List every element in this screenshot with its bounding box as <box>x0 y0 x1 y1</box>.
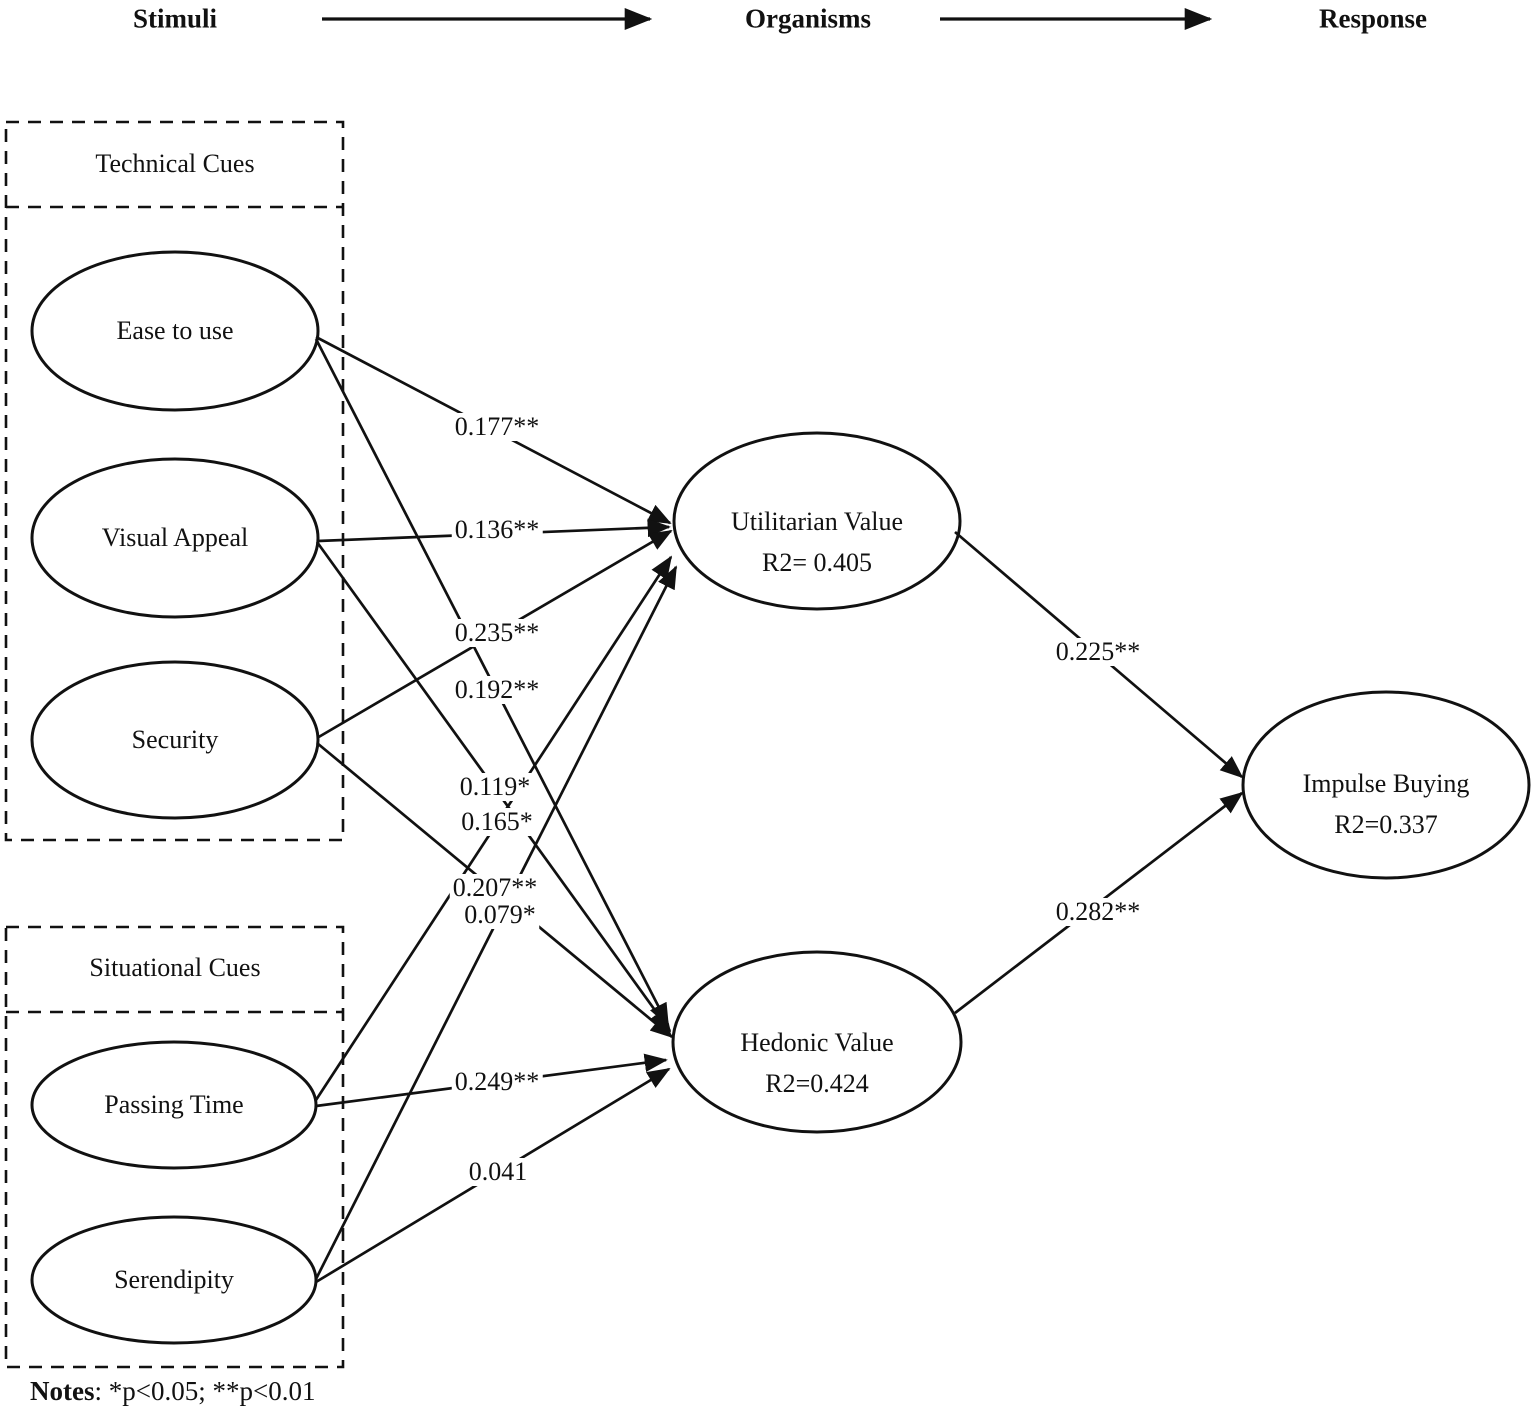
hedonic-value-r2: R2=0.424 <box>765 1069 869 1098</box>
hedonic-value-title: Hedonic Value <box>740 1028 894 1057</box>
security-label: Security <box>131 725 219 754</box>
header-organisms-label: Organisms <box>744 3 872 34</box>
situational-cues-label: Situational Cues <box>89 953 261 982</box>
utilitarian-value-label: Utilitarian Value R2= 0.405 <box>731 501 903 583</box>
coef-ease-utilitarian: 0.177** <box>451 413 543 441</box>
serendipity-label: Serendipity <box>114 1265 234 1294</box>
coef-security-utilitarian: 0.235** <box>451 619 543 647</box>
utilitarian-value-node <box>672 431 962 611</box>
header-response-label: Response <box>1318 3 1428 34</box>
coef-passing-hedonic: 0.249** <box>451 1068 543 1096</box>
security-node <box>30 660 320 820</box>
impulse-buying-label: Impulse Buying R2=0.337 <box>1303 763 1470 845</box>
passing-time-label: Passing Time <box>104 1090 244 1119</box>
impulse-buying-node <box>1241 690 1531 880</box>
technical-cues-box <box>4 120 345 842</box>
coef-security-hedonic: 0.207** <box>449 874 541 902</box>
ease-to-use-label: Ease to use <box>116 316 234 345</box>
technical-cues-label: Technical Cues <box>95 149 255 178</box>
impulse-buying-r2: R2=0.337 <box>1334 810 1438 839</box>
serendipity-node <box>30 1215 318 1345</box>
notes: Notes: *p<0.05; **p<0.01 <box>30 1376 315 1407</box>
notes-text: : *p<0.05; **p<0.01 <box>94 1376 316 1406</box>
visual-appeal-node <box>30 457 320 619</box>
notes-label: Notes <box>30 1376 95 1406</box>
coef-visual-utilitarian: 0.136** <box>451 516 543 544</box>
visual-appeal-label: Visual Appeal <box>101 523 249 552</box>
coef-ease-hedonic: 0.192** <box>451 676 543 704</box>
coef-serendipity-hedonic: 0.041 <box>465 1158 531 1186</box>
ease-to-use-node <box>30 250 320 412</box>
utilitarian-value-r2: R2= 0.405 <box>761 548 872 577</box>
utilitarian-value-title: Utilitarian Value <box>730 507 904 536</box>
coef-hedonic-impulse: 0.282** <box>1052 898 1144 926</box>
situational-cues-box <box>4 925 345 1369</box>
hedonic-value-node <box>671 950 963 1134</box>
header-stimuli-label: Stimuli <box>132 3 218 34</box>
coef-passing-utilitarian: 0.165* <box>458 808 536 836</box>
hedonic-value-label: Hedonic Value R2=0.424 <box>740 1022 893 1104</box>
impulse-buying-title: Impulse Buying <box>1302 769 1470 798</box>
coef-serendipity-utilitarian: 0.079* <box>461 901 539 929</box>
coef-visual-hedonic: 0.119* <box>456 773 534 801</box>
coef-utilitarian-impulse: 0.225** <box>1052 638 1144 666</box>
